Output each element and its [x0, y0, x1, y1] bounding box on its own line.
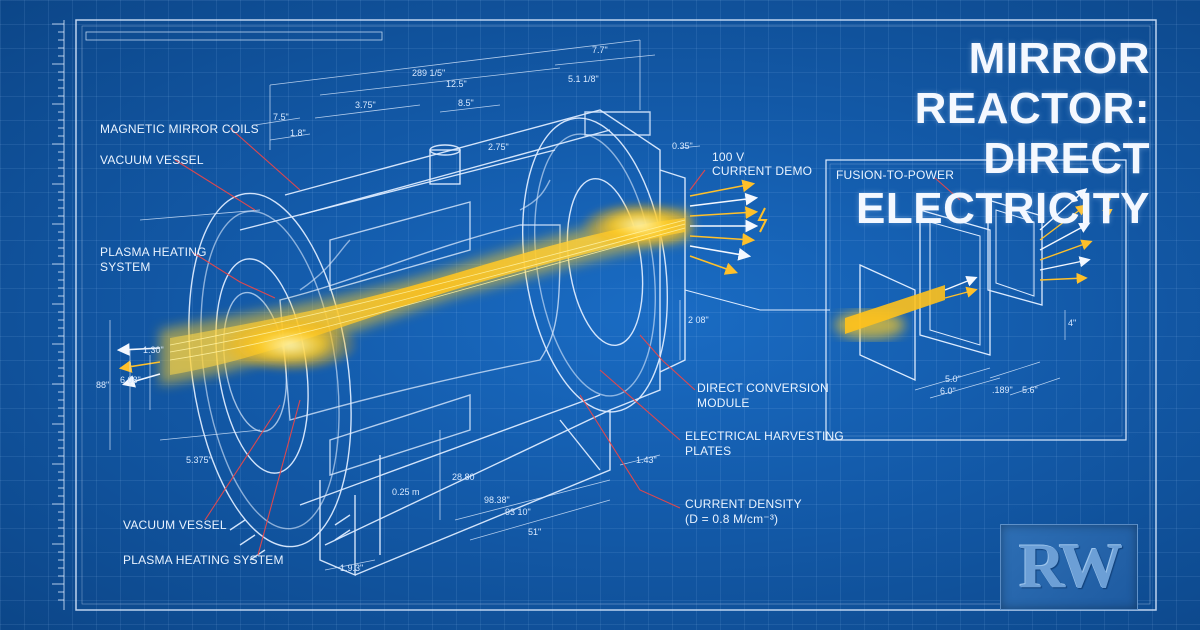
inset-label: FUSION-TO-POWER [836, 168, 955, 182]
connector-line [684, 289, 830, 311]
dim-label: 0.35" [672, 141, 693, 151]
label-plasma-heating-system-bottom: PLASMA HEATING SYSTEM [123, 553, 284, 567]
dim-label: 1.9.3" [340, 563, 364, 573]
output-arrows [116, 179, 759, 388]
label-direct-conversion-line-1: DIRECT CONVERSION [697, 381, 829, 395]
dim-label: 3.75" [355, 100, 376, 110]
dim-label: 5.1 1/8" [568, 74, 599, 84]
dim-label: 289 1/5" [412, 68, 446, 78]
inset-dim-label: 4" [1068, 318, 1077, 328]
label-direct-conversion-line-2: MODULE [697, 396, 750, 410]
logo-text: RW [1019, 530, 1123, 601]
dim-label: 93 10" [505, 507, 531, 517]
label-current-density-line-2: (D = 0.8 M/cm⁻³) [685, 512, 779, 526]
dimension-lines [109, 39, 701, 571]
dim-label: 28 80 [452, 472, 475, 482]
inset-dim-label: 5.6" [1022, 385, 1038, 395]
dim-label: 1.8" [290, 128, 306, 138]
label-plasma-heating-line-1: PLASMA HEATING [100, 245, 207, 259]
lightning-icon [757, 207, 768, 233]
inset-dim-label: 6.0" [940, 386, 956, 396]
label-vacuum-vessel-top: VACUUM VESSEL [100, 153, 204, 167]
dim-label: 51" [528, 527, 542, 537]
label-electrical-harvesting-line-1: ELECTRICAL HARVESTING [685, 429, 844, 443]
plasma-beam [160, 201, 700, 385]
title-line-2: DIRECT ELECTRICITY [856, 134, 1150, 233]
dim-label: 8.5" [458, 98, 474, 108]
dim-label: 1.43" [636, 455, 657, 465]
inset-dim-label: 5.0" [945, 374, 961, 384]
inset-beam [835, 188, 1113, 339]
dim-label: 7.5" [273, 112, 289, 122]
inset-dim-label: .189" [992, 385, 1013, 395]
label-plasma-heating-line-2: SYSTEM [100, 260, 151, 274]
drawing-frame [75, 19, 1157, 611]
inset-panel [825, 159, 1127, 441]
leader-lines [174, 127, 961, 556]
label-current-demo-line-1: 100 V [712, 150, 745, 164]
label-current-density-line-1: CURRENT DENSITY [685, 497, 802, 511]
logo: RW [1000, 524, 1138, 610]
dim-label: 7.7" [592, 45, 608, 55]
dim-label: 5.375" [186, 455, 212, 465]
label-vacuum-vessel-bottom: VACUUM VESSEL [123, 518, 227, 532]
ruler [52, 20, 65, 610]
label-magnetic-mirror-coils: MAGNETIC MIRROR COILS [100, 122, 259, 136]
dim-label: 2.75" [488, 142, 509, 152]
dim-label: 98.38" [484, 495, 510, 505]
dim-label: 6 08" [120, 375, 141, 385]
label-current-demo-line-2: CURRENT DEMO [712, 164, 813, 178]
dim-label: 1.30" [143, 345, 164, 355]
label-electrical-harvesting-line-2: PLATES [685, 444, 732, 458]
dim-label: 0.25 m [392, 487, 420, 497]
dim-label: 12.5" [446, 79, 467, 89]
page-title: MIRROR REACTOR: DIRECT ELECTRICITY [740, 34, 1150, 234]
title-line-1: MIRROR REACTOR: [914, 34, 1150, 133]
dim-label: 88" [96, 380, 110, 390]
dim-label: 2 08" [688, 315, 709, 325]
